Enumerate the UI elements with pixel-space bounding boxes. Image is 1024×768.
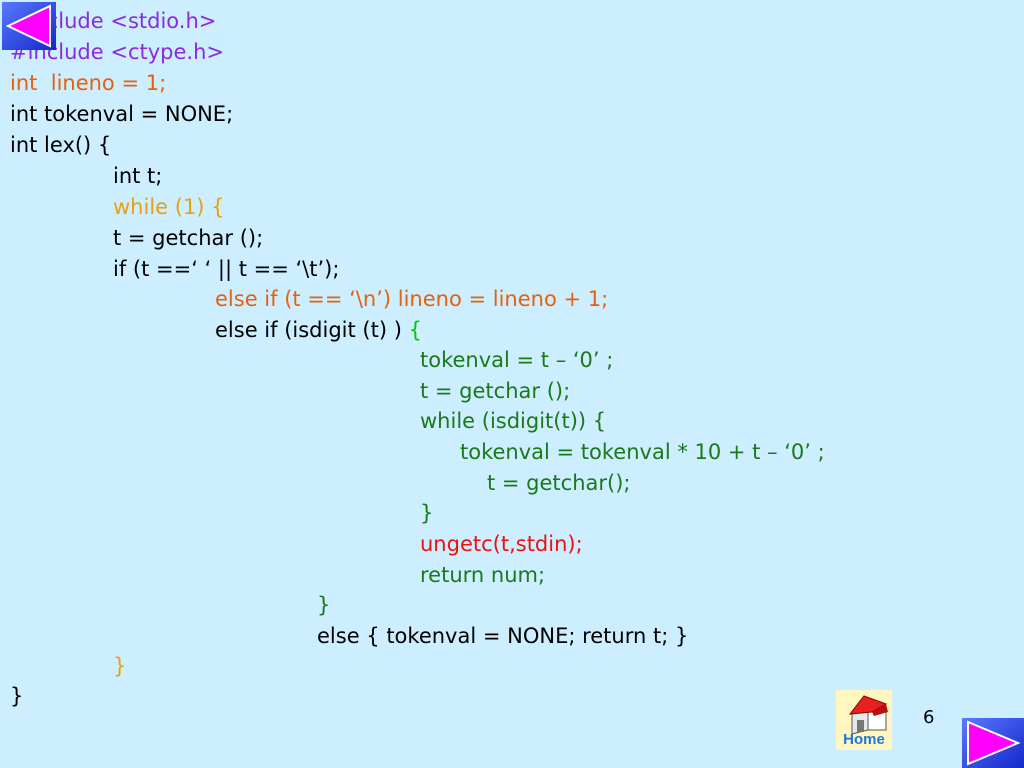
code-line-15: tokenval = tokenval * 10 + t – ‘0’ ; [460, 440, 825, 464]
code-line-11-brace: { [408, 318, 422, 342]
code-line-16: t = getchar(); [487, 471, 631, 495]
code-line-20: } [317, 593, 331, 617]
forward-arrow-icon [962, 718, 1024, 768]
code-line-10: else if (t == ‘\n’) lineno = lineno + 1; [215, 287, 609, 311]
house-icon [848, 695, 888, 734]
code-line-14: while (isdigit(t)) { [420, 409, 607, 433]
back-arrow-icon [2, 2, 56, 50]
code-line-7: while (1) { [113, 195, 225, 219]
code-line-19: return num; [420, 563, 546, 587]
code-line-23: } [10, 684, 24, 708]
code-line-11: else if (isdigit (t) ) { [215, 318, 422, 342]
next-slide-button[interactable] [962, 718, 1024, 768]
home-label: Home [843, 731, 885, 748]
prev-slide-button[interactable] [2, 2, 56, 50]
code-line-21: else { tokenval = NONE; return t; } [317, 624, 689, 648]
code-line-18: ungetc(t,stdin); [420, 532, 583, 556]
code-line-6: int t; [113, 164, 163, 188]
code-line-5: int lex() { [10, 133, 112, 157]
code-line-12: tokenval = t – ‘0’ ; [420, 348, 614, 372]
code-line-13: t = getchar (); [420, 379, 571, 403]
page-number: 6 [923, 707, 935, 728]
code-line-8: t = getchar (); [113, 226, 264, 250]
home-button[interactable]: Home [836, 690, 892, 750]
code-line-3: int lineno = 1; [10, 71, 167, 95]
code-line-4: int tokenval = NONE; [10, 102, 234, 126]
code-line-11-text: else if (isdigit (t) ) [215, 318, 409, 342]
code-line-17: } [420, 501, 434, 525]
code-line-22: } [113, 654, 127, 678]
code-line-9: if (t ==‘ ‘ || t == ‘\t’); [113, 257, 340, 281]
